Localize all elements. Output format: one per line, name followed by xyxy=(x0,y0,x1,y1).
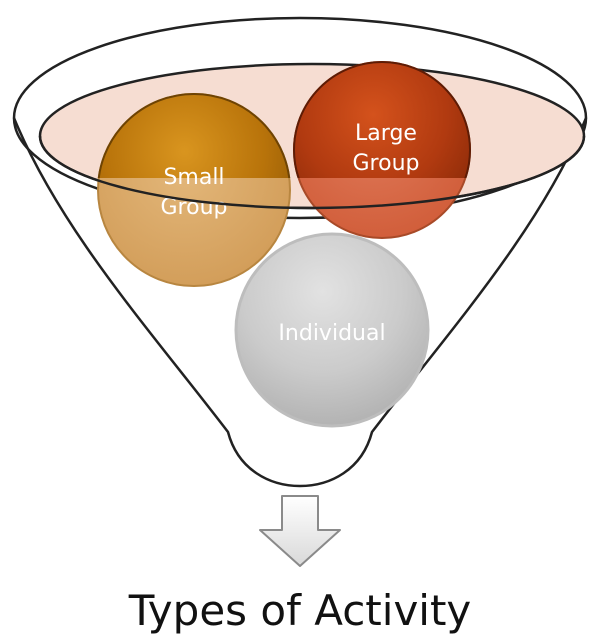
funnel-inner-rim-front-edge xyxy=(38,135,586,210)
ball-small-group-label-1: Small xyxy=(163,165,224,190)
ball-small-group-label-2: Group xyxy=(161,195,228,220)
ball-large-group-label-2: Group xyxy=(353,151,420,176)
down-arrow-icon xyxy=(259,495,341,567)
caption-title: Types of Activity xyxy=(128,586,472,635)
ball-individual-circle xyxy=(234,232,430,428)
ball-individual: Individual xyxy=(234,232,430,428)
ball-individual-label: Individual xyxy=(278,321,385,346)
ball-large-group-label-1: Large xyxy=(355,121,417,146)
ball-large-group-upper xyxy=(293,61,471,178)
ball-small-group: Small Group xyxy=(97,93,291,287)
funnel-outer-rim xyxy=(12,16,588,220)
ball-large-group: Large Group xyxy=(293,61,471,239)
ball-small-group-upper xyxy=(97,93,291,178)
